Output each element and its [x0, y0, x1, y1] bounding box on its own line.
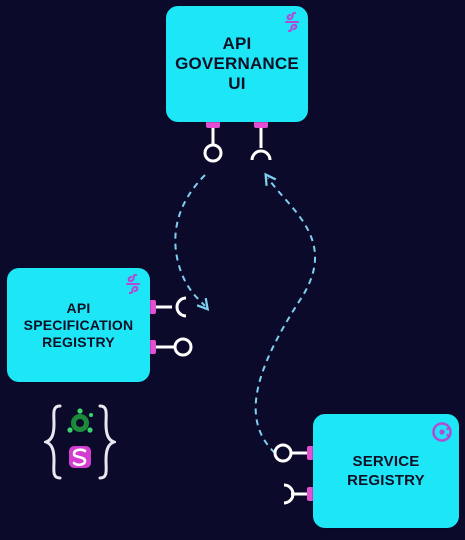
connection-governance-to-spec	[174, 174, 210, 311]
component-api-specification-registry[interactable]: API SPECIFICATION REGISTRY	[7, 268, 150, 382]
component-api-governance-ui[interactable]: API GOVERNANCE UI	[166, 6, 308, 122]
service-provided-interface	[273, 443, 307, 463]
component-label: API GOVERNANCE UI	[175, 34, 299, 93]
service-required-interface	[283, 483, 307, 505]
swagger-icon	[126, 273, 140, 295]
component-label: API SPECIFICATION REGISTRY	[23, 299, 134, 350]
spec-required-interface	[156, 296, 187, 318]
left-brace-icon	[44, 404, 62, 480]
governance-provided-interface	[203, 128, 223, 163]
component-label: SERVICE REGISTRY	[347, 453, 425, 489]
consul-icon	[432, 422, 452, 442]
connection-service-to-governance	[254, 172, 316, 454]
stoplight-icon	[69, 446, 91, 468]
api-schema-icon	[67, 408, 93, 433]
spec-provided-interface	[156, 337, 193, 357]
component-service-registry[interactable]: SERVICE REGISTRY	[313, 414, 459, 528]
right-brace-icon	[98, 404, 116, 480]
governance-required-interface	[250, 128, 272, 161]
swagger-icon	[285, 11, 299, 33]
tool-stack	[44, 404, 116, 480]
